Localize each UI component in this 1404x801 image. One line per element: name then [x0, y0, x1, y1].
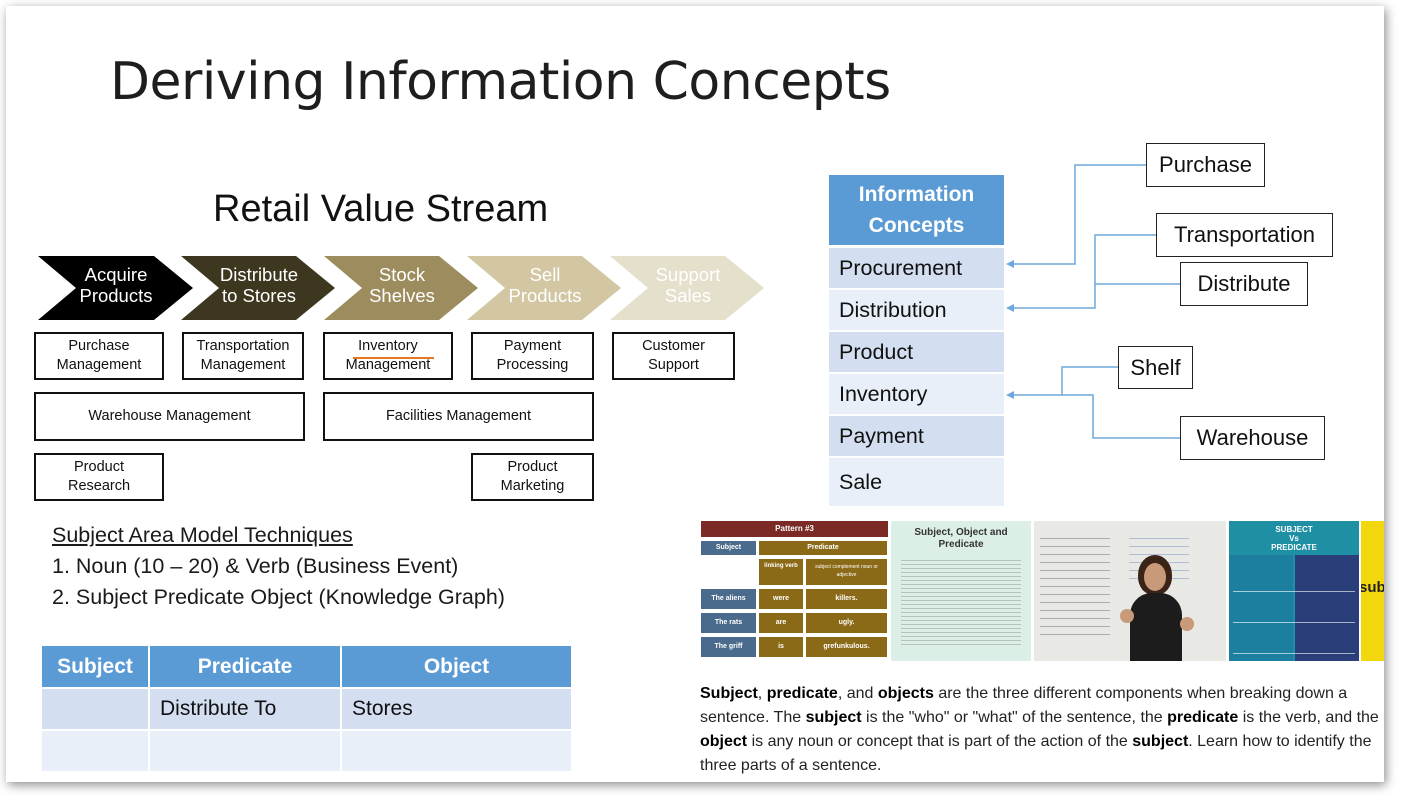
header-object: Object: [341, 646, 571, 688]
thumbnail-svp[interactable]: SUBJECT Vs PREDICATE: [1229, 521, 1359, 661]
chevron-label-support: Support Sales: [655, 264, 721, 306]
label-shelf: Shelf: [1118, 346, 1193, 389]
concept-inventory: Inventory: [829, 374, 1004, 414]
chevron-stock-shelves: [324, 256, 478, 320]
technique-item: 2. Subject Predicate Object (Knowledge G…: [52, 585, 505, 609]
description-text: Subject, predicate, and objects are the …: [700, 685, 1379, 774]
chevron-label-sell: Sell Products: [508, 264, 582, 306]
spo-table: Subject Predicate Object Distribute To S…: [42, 646, 571, 771]
presenter-face: [1144, 563, 1166, 591]
concept-sale: Sale: [829, 458, 1004, 506]
concept-product: Product: [829, 332, 1004, 372]
chevron-label-distribute: Distribute to Stores: [219, 264, 299, 306]
box-customer-support: Customer Support: [612, 332, 735, 380]
thumb-cell: are: [759, 613, 803, 633]
table-cell: Stores: [341, 687, 571, 730]
thumb-cell: grefunkulous.: [806, 637, 887, 657]
thumb-edge-text: subje: [1361, 579, 1384, 596]
table-cell: [341, 729, 571, 771]
thumb-sop-title: Subject, Object and Predicate: [914, 527, 1008, 550]
thumb-col1: Subject: [701, 541, 756, 555]
label-purchase: Purchase: [1146, 143, 1265, 187]
thumbnail-pattern[interactable]: Pattern #3 Subject Predicate linking ver…: [701, 521, 888, 661]
thumb-sub2: subject complement noun or adjective: [806, 559, 887, 585]
inventory-underline: [353, 357, 434, 359]
whiteboard-writing: [1040, 531, 1110, 641]
thumb-cell: is: [759, 637, 803, 657]
table-cell: Distribute To: [149, 687, 342, 730]
thumb-col2: Predicate: [759, 541, 887, 555]
svp-rows: [1233, 561, 1355, 657]
table-row: Distribute To Stores: [42, 687, 571, 730]
value-stream-chevrons: [38, 164, 1180, 439]
concept-payment: Payment: [829, 416, 1004, 456]
slide-title: Deriving Information Concepts: [110, 52, 891, 112]
search-thumbnails[interactable]: Pattern #3 Subject Predicate linking ver…: [701, 521, 1384, 661]
thumb-cell: ugly.: [806, 613, 887, 633]
chevron-label-acquire: Acquire Products: [79, 264, 153, 306]
thumb-pattern-title: Pattern #3: [701, 521, 888, 537]
chevron-acquire-products: [38, 256, 193, 320]
box-payment-processing: Payment Processing: [471, 332, 594, 380]
thumbnail-video[interactable]: [1034, 521, 1226, 661]
thumb-text-lines: [901, 557, 1021, 647]
thumb-cell: The rats: [701, 613, 756, 633]
concept-distribution: Distribution: [829, 290, 1004, 330]
box-facilities-management: Facilities Management: [323, 392, 594, 441]
thumbnail-sop[interactable]: Subject, Object and Predicate: [891, 521, 1031, 661]
presenter-body: [1130, 593, 1182, 661]
thumb-cell: The griff: [701, 637, 756, 657]
connector-lines: [1008, 164, 1180, 439]
table-cell: [42, 687, 150, 730]
techniques-block: Subject Area Model Techniques 1. Noun (1…: [52, 520, 505, 613]
thumb-svp-title: SUBJECT Vs PREDICATE: [1271, 525, 1317, 552]
presenter-hand: [1180, 617, 1194, 631]
label-warehouse: Warehouse: [1180, 416, 1325, 460]
box-inventory-management: Inventory Management: [323, 332, 453, 380]
table-cell: [42, 729, 150, 771]
header-predicate: Predicate: [149, 646, 342, 688]
thumb-cell: The aliens: [701, 589, 756, 609]
techniques-heading: Subject Area Model Techniques: [52, 523, 353, 547]
chevron-sell-products: [467, 256, 621, 320]
label-transportation: Transportation: [1156, 213, 1333, 257]
table-row: [42, 729, 571, 771]
chevron-support-sales: [610, 256, 764, 320]
box-transportation-management: Transportation Management: [182, 332, 304, 380]
chevron-distribute-to-stores: [181, 256, 335, 320]
label-distribute: Distribute: [1180, 262, 1308, 306]
thumb-cell: were: [759, 589, 803, 609]
chevron-label-stock: Stock Shelves: [369, 264, 435, 306]
technique-item: 1. Noun (10 – 20) & Verb (Business Event…: [52, 554, 459, 578]
thumb-cell: killers.: [806, 589, 887, 609]
thumb-sub1: linking verb: [759, 559, 803, 585]
connector-arrowheads: [1006, 260, 1014, 399]
box-product-marketing: Product Marketing: [471, 453, 594, 501]
info-concepts-header: Information Concepts: [829, 175, 1004, 245]
box-product-research: Product Research: [34, 453, 164, 501]
box-purchase-management: Purchase Management: [34, 332, 164, 380]
header-subject: Subject: [42, 646, 150, 688]
presenter-hand: [1120, 609, 1134, 623]
concept-procurement: Procurement: [829, 248, 1004, 288]
slide: Deriving Information Concepts Retail Val…: [6, 6, 1384, 782]
table-cell: [149, 729, 342, 771]
thumbnail-edge[interactable]: subje: [1361, 521, 1384, 661]
box-warehouse-management: Warehouse Management: [34, 392, 305, 441]
value-stream-title: Retail Value Stream: [213, 188, 549, 230]
